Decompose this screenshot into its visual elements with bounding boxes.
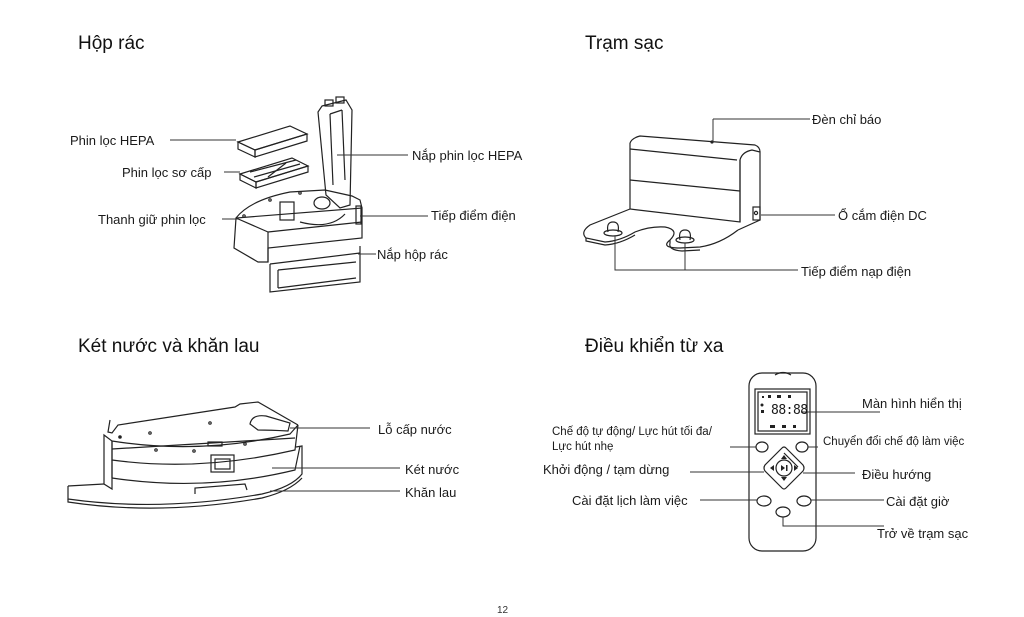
label-indicator-light: Đèn chỉ báo [812, 112, 882, 127]
section-title-dustbin: Hộp rác [78, 33, 145, 54]
label-navigation: Điều hướng [862, 467, 932, 482]
label-electrical-contact: Tiếp điểm điện [431, 208, 516, 223]
label-hepa-cover: Nắp phin lọc HEPA [412, 148, 523, 163]
label-primary-filter: Phin lọc sơ cấp [122, 165, 212, 180]
label-hepa-filter: Phin lọc HEPA [70, 133, 155, 148]
charging-dock-illustration [583, 135, 761, 252]
label-charging-contacts: Tiếp điểm nạp điện [801, 264, 912, 279]
label-suction-mode-line2: Lực hút nhẹ [552, 441, 614, 453]
bin-body-drawing [233, 189, 363, 293]
clock-button [796, 495, 812, 507]
label-tank: Két nước [405, 462, 460, 477]
label-bin-cover: Nắp hộp rác [377, 247, 448, 262]
remote-illustration [748, 371, 817, 552]
switch-mode-button [795, 441, 809, 453]
label-filter-holder: Thanh giữ phin lọc [98, 212, 206, 227]
label-start-pause: Khởi động / tạm dừng [543, 462, 670, 477]
primary-filter-drawing [238, 157, 310, 189]
charging-contact-right [675, 229, 695, 244]
return-dock-button [775, 506, 791, 518]
section-title-water-tank: Két nước và khăn lau [78, 336, 260, 357]
section-title-charging-dock: Trạm sạc [585, 33, 664, 54]
dustbin-illustration [233, 96, 363, 293]
water-tank-illustration [67, 401, 303, 509]
hepa-filter-drawing [236, 125, 309, 158]
dpad [763, 446, 805, 490]
charging-contact-left [603, 221, 623, 237]
label-mop: Khăn lau [405, 485, 457, 500]
page-number: 12 [497, 605, 509, 616]
suction-mode-button [755, 441, 769, 453]
remote-screen-digits: 88:88 [771, 403, 808, 418]
hepa-lid-drawing [317, 96, 353, 209]
section-title-remote: Điều khiển từ xa [585, 336, 724, 357]
label-suction-mode-line1: Chế độ tự động/ Lực hút tối đa/ [552, 426, 712, 438]
label-switch-mode: Chuyển đổi chế độ làm việc [823, 436, 965, 448]
start-pause-button [775, 459, 793, 477]
label-clock: Cài đặt giờ [886, 494, 950, 509]
label-display: Màn hình hiển thị [862, 396, 962, 411]
label-return-dock: Trở về trạm sạc [877, 526, 969, 541]
label-water-inlet: Lỗ cấp nước [378, 422, 452, 437]
label-dc-socket: Ổ cắm điện DC [838, 208, 927, 223]
label-schedule: Cài đặt lịch làm việc [572, 493, 688, 508]
schedule-button [756, 495, 772, 507]
